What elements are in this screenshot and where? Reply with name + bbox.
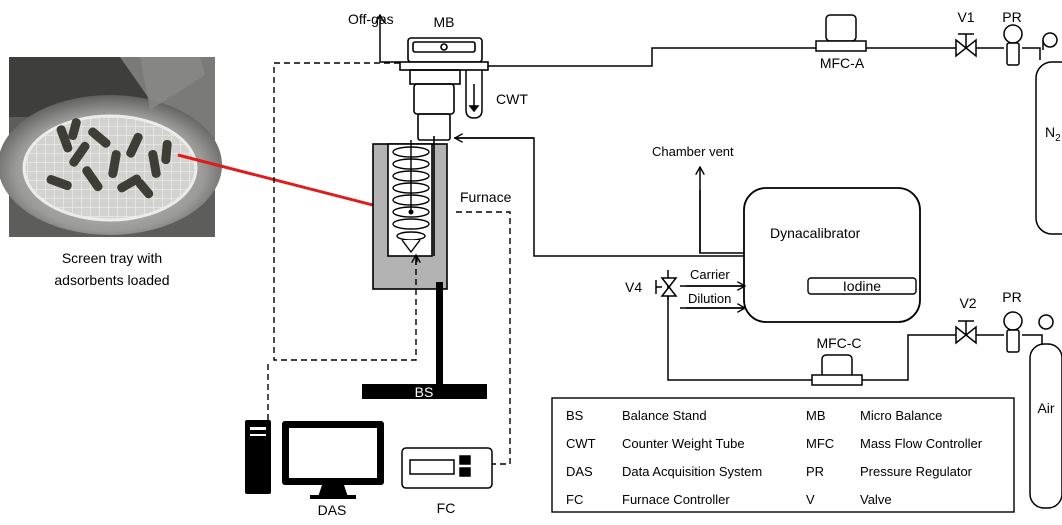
screen-tray-photo [0, 57, 222, 237]
valve-v1 [956, 34, 976, 56]
photo-caption-line2: adsorbents loaded [54, 272, 169, 288]
legend-term2-0: Micro Balance [860, 408, 942, 423]
mfc-c-label: MFC-C [816, 335, 861, 351]
balance-stand-pole [436, 282, 443, 384]
legend-abbr2-2: PR [806, 464, 824, 479]
pr-top-label: PR [1002, 9, 1021, 25]
v4-label: V4 [625, 279, 642, 295]
das-computer [245, 420, 384, 499]
cwt-label: CWT [496, 91, 528, 107]
v1-label: V1 [957, 9, 974, 25]
das-label: DAS [318, 502, 347, 518]
legend-term2-3: Valve [860, 492, 892, 507]
dilution-label: Dilution [688, 291, 731, 306]
chamber-vent-arrow [700, 168, 744, 253]
counter-weight-tube [466, 70, 482, 118]
dynacalibrator-label: Dynacalibrator [770, 225, 861, 241]
air-label: Air [1037, 400, 1054, 416]
micro-balance [400, 38, 488, 140]
dynacalibrator-box [744, 188, 920, 322]
legend-term2-1: Mass Flow Controller [860, 436, 983, 451]
valve-v4 [656, 278, 676, 296]
legend-term-1: Counter Weight Tube [622, 436, 745, 451]
mfc-a-label: MFC-A [820, 55, 865, 71]
legend-term-0: Balance Stand [622, 408, 707, 423]
off-gas-label: Off-gas [348, 11, 394, 27]
fc-label: FC [437, 500, 456, 516]
pressure-regulator-top [1004, 25, 1022, 65]
legend-abbr-0: BS [566, 408, 584, 423]
furnace-label: Furnace [460, 189, 512, 205]
legend-abbr-1: CWT [566, 436, 596, 451]
photo-caption-line1: Screen tray with [62, 250, 162, 266]
mb-label: MB [434, 14, 455, 30]
legend-term2-2: Pressure Regulator [860, 464, 973, 479]
bs-label: BS [415, 384, 434, 400]
legend-term-2: Data Acquisition System [622, 464, 762, 479]
mfc-c [812, 355, 862, 385]
legend-abbr2-0: MB [806, 408, 826, 423]
v2-label: V2 [959, 295, 976, 311]
iodine-label: Iodine [843, 278, 881, 294]
pr-bottom-label: PR [1002, 289, 1021, 305]
furnace-controller [402, 448, 492, 488]
legend-term-3: Furnace Controller [622, 492, 730, 507]
legend-abbr2-1: MFC [806, 436, 834, 451]
legend-abbr-2: DAS [566, 464, 593, 479]
valve-v2 [956, 321, 976, 343]
chamber-vent-label: Chamber vent [652, 144, 734, 159]
mfc-a [816, 15, 866, 51]
carrier-label: Carrier [690, 267, 730, 282]
legend-abbr2-3: V [806, 492, 815, 507]
pressure-regulator-bottom [1004, 312, 1022, 352]
legend-abbr-3: FC [566, 492, 583, 507]
